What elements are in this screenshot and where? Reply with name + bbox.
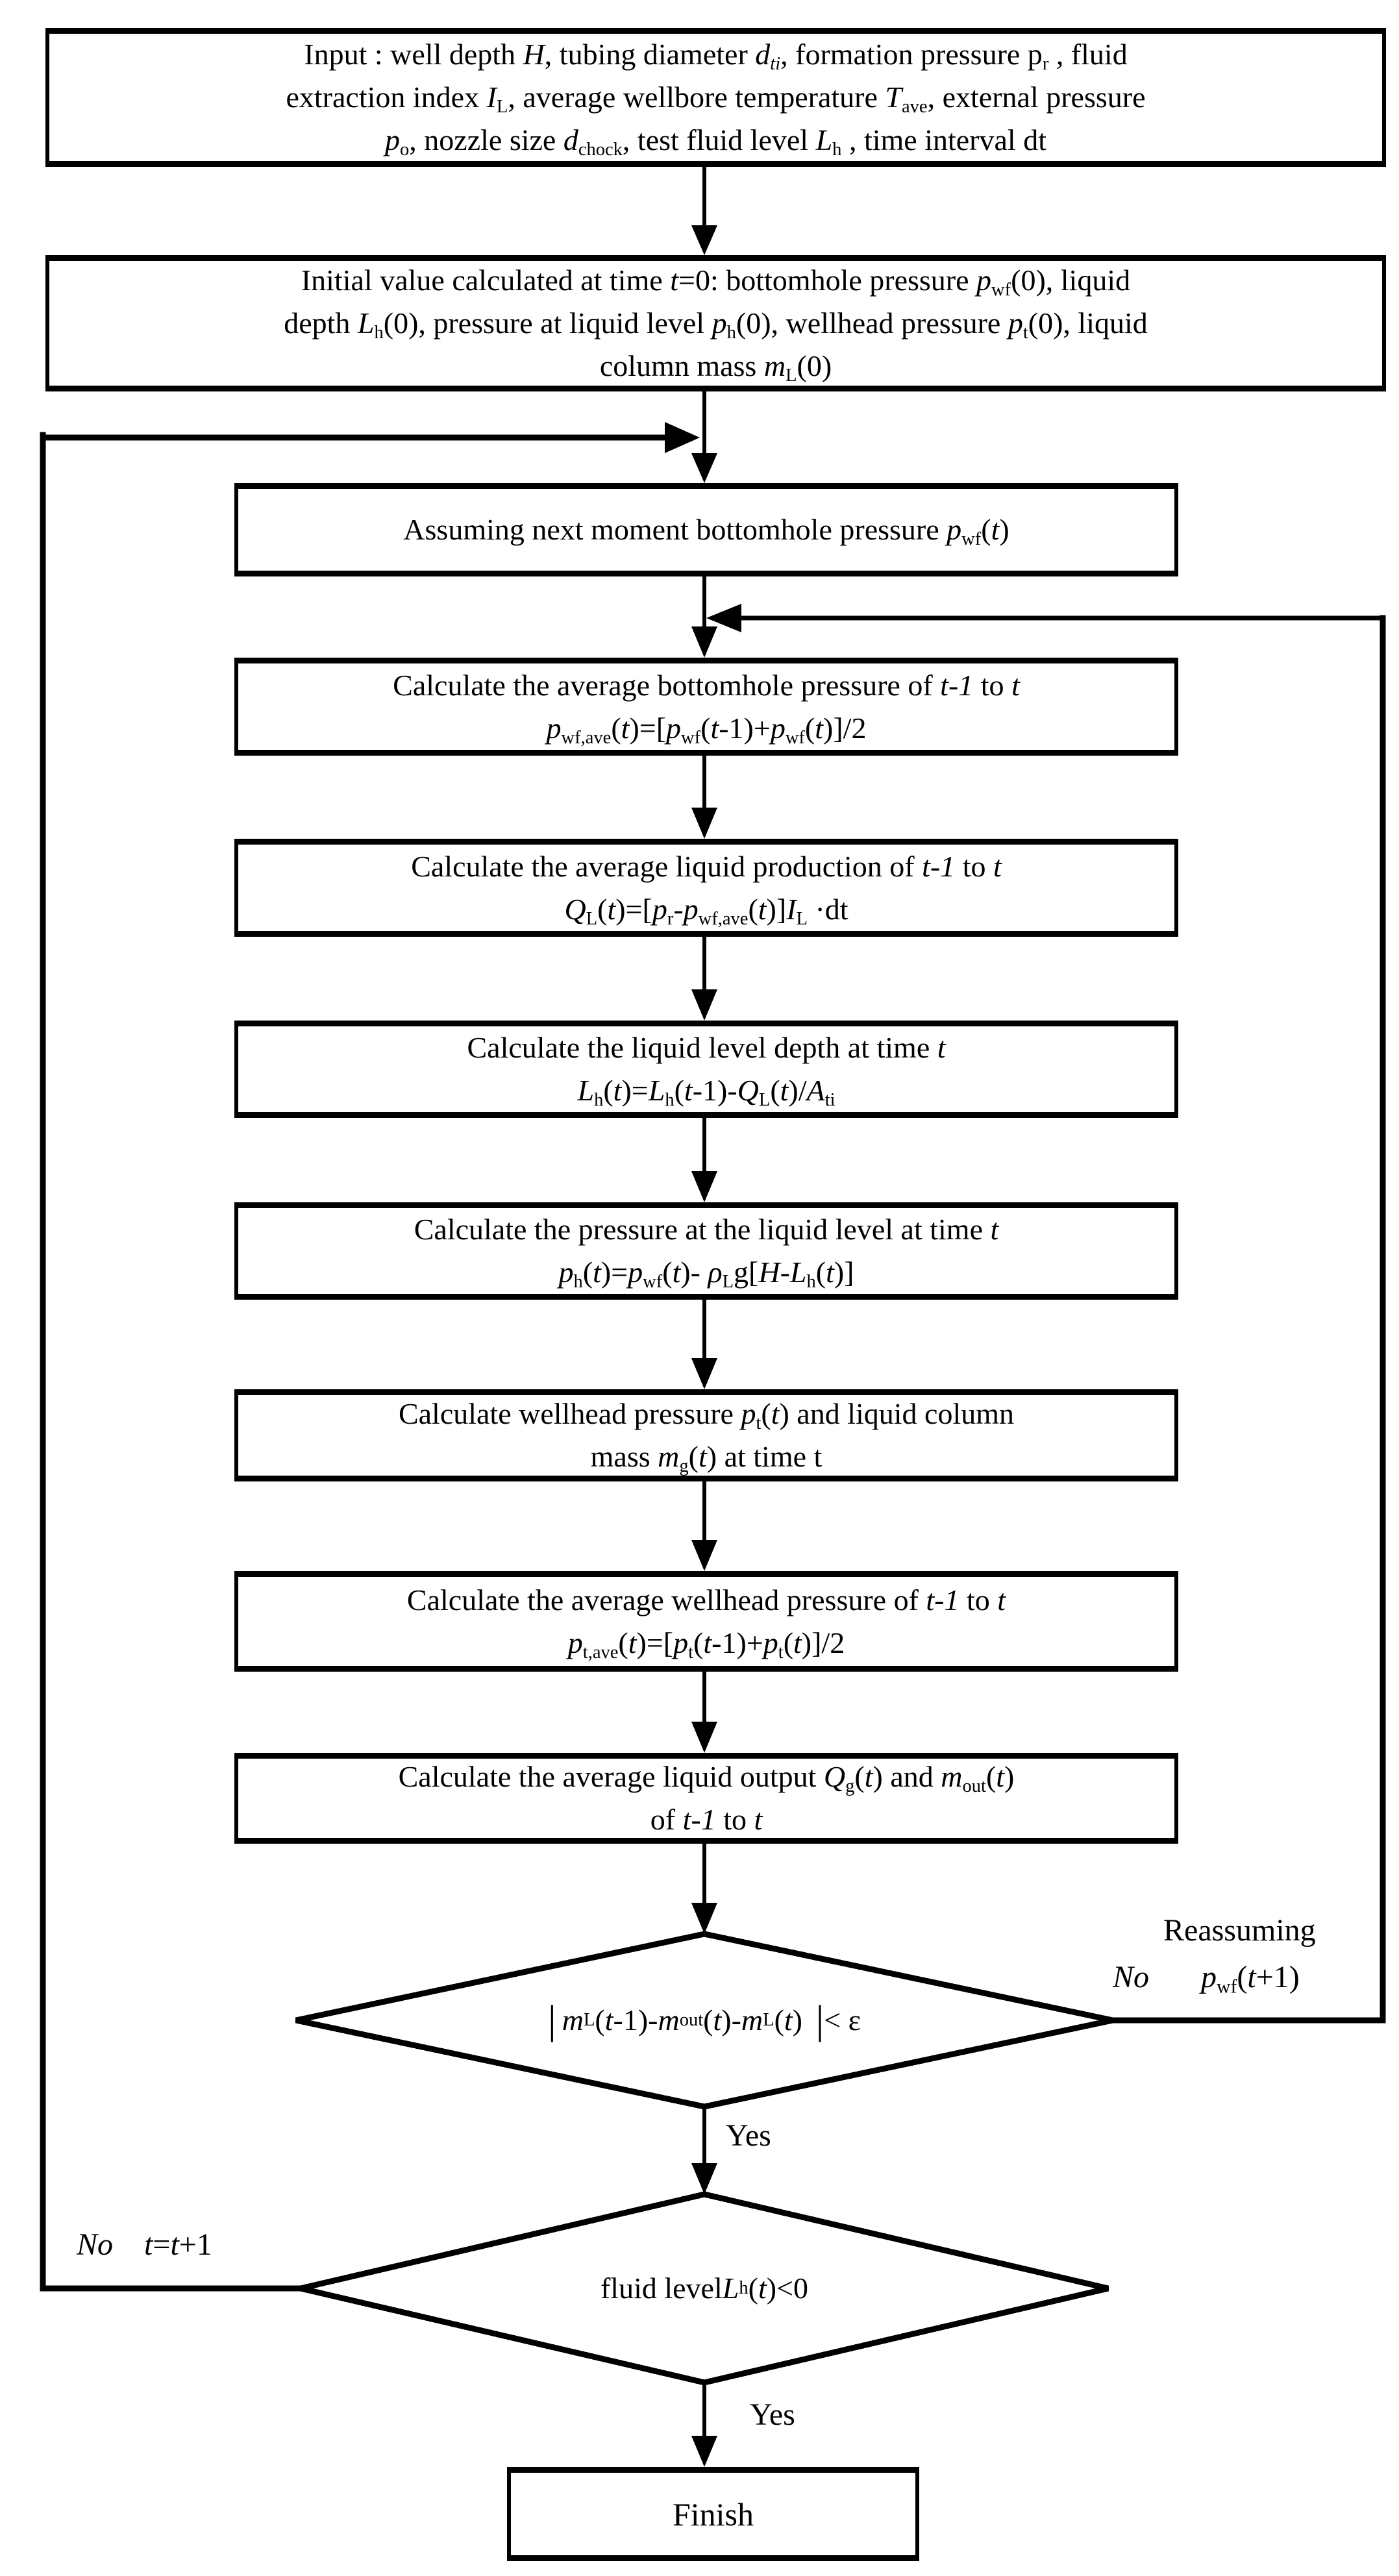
avg-bhp-formula: pwf,ave(t)=[pwf(t-1)+pwf(t)]/2	[546, 711, 867, 748]
initial-line-1: Initial value calculated at time t=0: bo…	[301, 264, 1131, 300]
label-yes-after-fluid-level: Yes	[750, 2397, 795, 2432]
assume-line-1: Assuming next moment bottomhole pressure…	[403, 513, 1009, 549]
avg-lp-formula: QL(t)=[pr-pwf,ave(t)]IL ·dt	[564, 892, 848, 929]
process-box-average-liquid-production: Calculate the average liquid production …	[234, 839, 1178, 937]
label-no-right: No	[1113, 1960, 1150, 1994]
arrowhead-left-loop-entry	[665, 422, 700, 453]
process-box-average-liquid-output: Calculate the average liquid output Qg(t…	[234, 1753, 1178, 1844]
pal-formula: ph(t)=pwf(t)- ρLg[H-Lh(t)]	[558, 1256, 854, 1292]
pal-line-1: Calculate the pressure at the liquid lev…	[414, 1213, 999, 1246]
arrowhead-into-lld	[691, 989, 717, 1021]
alo-line-1: Calculate the average liquid output Qg(t…	[398, 1760, 1015, 1796]
arrowhead-into-avg-lp	[691, 808, 717, 839]
awp-line-1: Calculate the average wellhead pressure …	[406, 1583, 1006, 1616]
process-box-liquid-level-depth: Calculate the liquid level depth at time…	[234, 1021, 1178, 1118]
process-box-average-bottomhole-pressure: Calculate the average bottomhole pressur…	[234, 658, 1178, 756]
arrowhead-into-awp	[691, 1540, 717, 1571]
process-box-assume-bottomhole-pressure: Assuming next moment bottomhole pressure…	[234, 483, 1178, 576]
arrowhead-into-decision2	[691, 2163, 717, 2194]
arrowhead-into-whp	[691, 1358, 717, 1389]
arrowhead-into-decision1	[691, 1903, 717, 1934]
arrowhead-into-initial	[691, 225, 717, 255]
arrowhead-into-alo	[691, 1722, 717, 1753]
arrowhead-into-assume	[691, 453, 717, 483]
process-box-initial-values: Initial value calculated at time t=0: bo…	[45, 255, 1386, 391]
process-box-average-wellhead-pressure: Calculate the average wellhead pressure …	[234, 1571, 1178, 1672]
finish-label: Finish	[672, 2496, 754, 2533]
arrowhead-right-loop-entry	[706, 604, 741, 632]
label-no-increment-t: No t=t+1	[77, 2227, 212, 2262]
input-line-2: extraction index IL, average wellbore te…	[286, 80, 1146, 117]
label-reassuming-target: pwf(t+1)	[1201, 1960, 1300, 1998]
process-box-pressure-at-liquid-level: Calculate the pressure at the liquid lev…	[234, 1202, 1178, 1300]
arrowhead-into-pal	[691, 1171, 717, 1202]
lld-line-1: Calculate the liquid level depth at time…	[467, 1031, 946, 1064]
arrowhead-into-avg-bhp	[691, 626, 717, 658]
lld-formula: Lh(t)=Lh(t-1)-QL(t)/Ati	[577, 1074, 836, 1110]
label-reassuming: Reassuming	[1163, 1913, 1316, 1948]
whp-line-2: mass mg(t) at time t	[590, 1440, 823, 1476]
process-box-input: Input : well depth H, tubing diameter dt…	[45, 28, 1386, 167]
finish-box: Finish	[507, 2467, 919, 2561]
avg-lp-line-1: Calculate the average liquid production …	[411, 849, 1002, 883]
initial-line-2: depth Lh(0), pressure at liquid level ph…	[284, 306, 1148, 343]
arrowhead-into-finish	[691, 2436, 717, 2467]
avg-bhp-line-1: Calculate the average bottomhole pressur…	[393, 668, 1020, 702]
alo-line-2: of t-1 to t	[650, 1803, 763, 1836]
initial-line-3: column mass mL(0)	[599, 349, 832, 386]
label-yes-after-mass-balance: Yes	[726, 2118, 771, 2153]
input-line-3: po, nozzle size dchock, test fluid level…	[385, 123, 1046, 160]
input-line-1: Input : well depth H, tubing diameter dt…	[304, 38, 1128, 74]
whp-line-1: Calculate wellhead pressure pt(t) and li…	[398, 1397, 1015, 1433]
process-box-wellhead-pressure: Calculate wellhead pressure pt(t) and li…	[234, 1389, 1178, 1481]
awp-formula: pt,ave(t)=[pt(t-1)+pt(t)]/2	[567, 1626, 845, 1663]
